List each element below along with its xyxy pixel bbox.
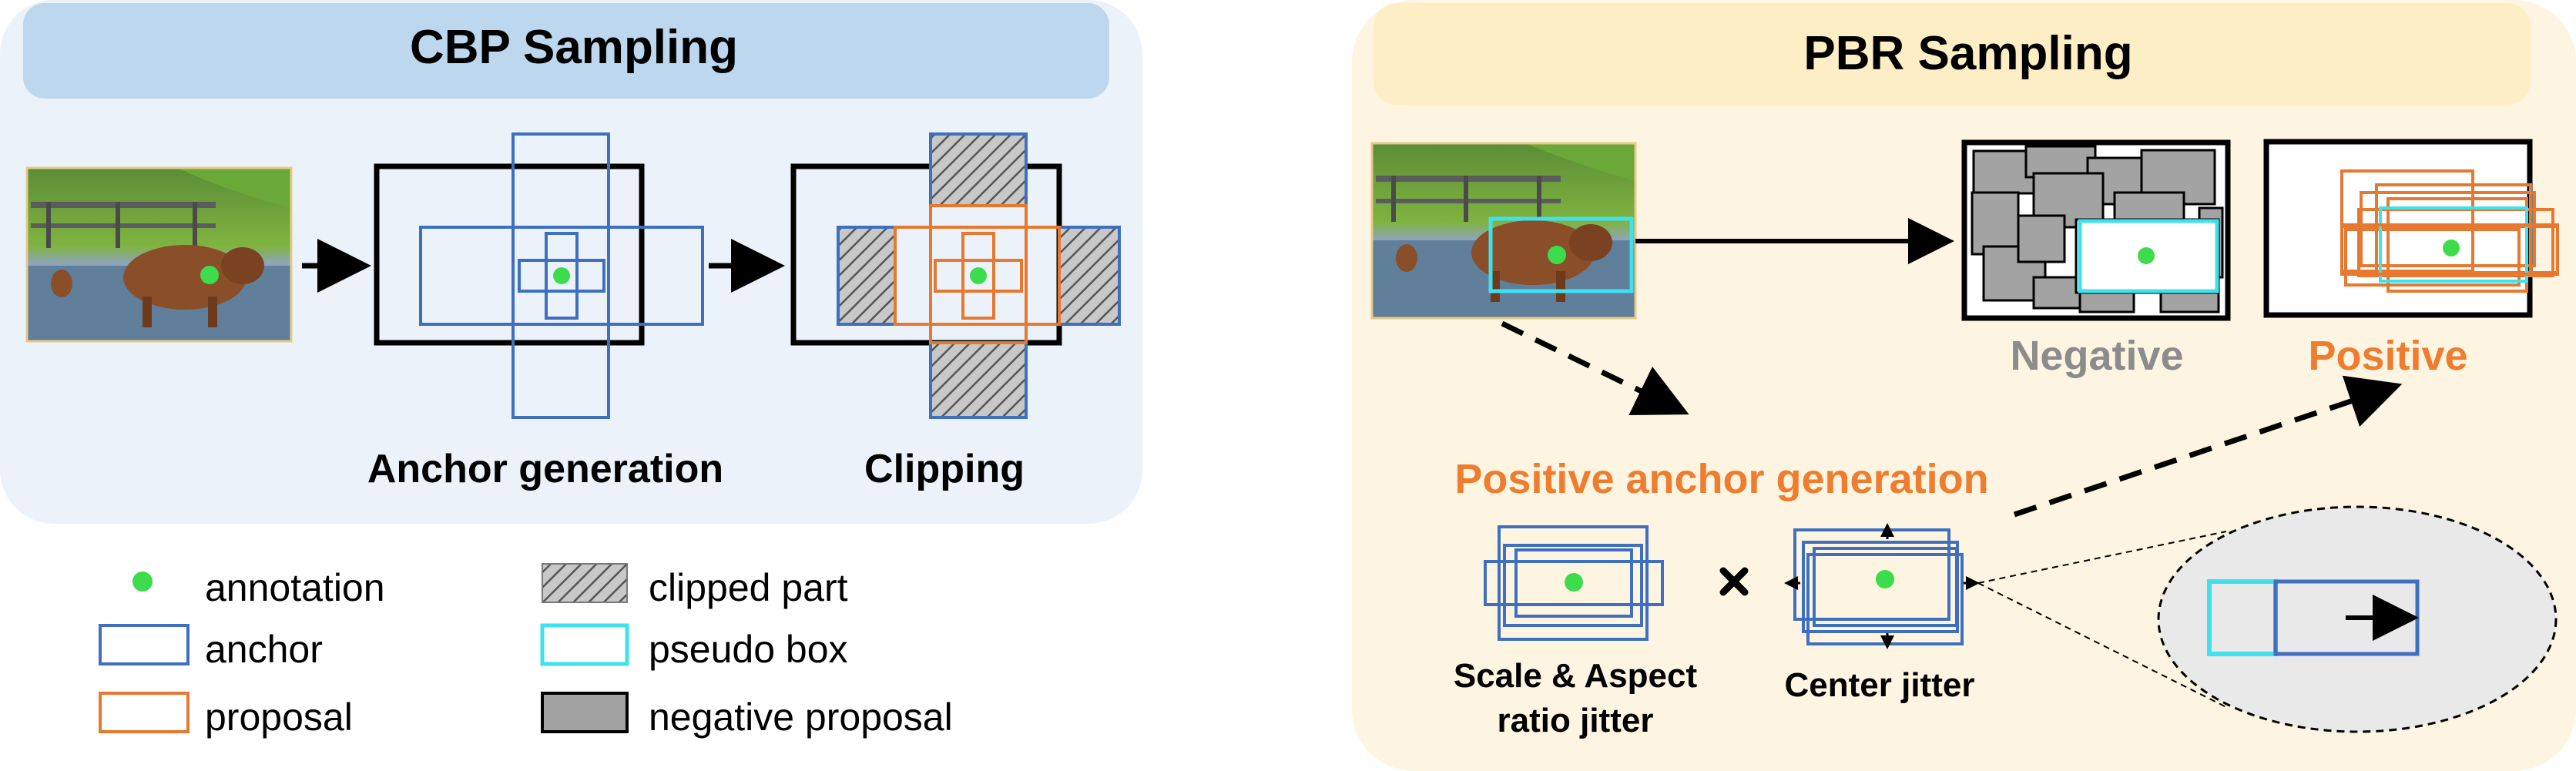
anchor-box: [1813, 547, 1958, 627]
clipped-part: [837, 226, 897, 326]
pseudo-box: [2207, 579, 2278, 656]
proposal-box: [2344, 228, 2521, 287]
clipped-part: [1058, 226, 1121, 326]
pbr-panel: PBR Sampling: [1352, 0, 2576, 771]
anchor-box: [545, 232, 579, 320]
legend: annotation anchor proposal clipped part …: [99, 563, 953, 739]
pseudo-box: [2078, 219, 2219, 293]
zoom-guide-line: [1977, 582, 2227, 708]
legend-anchor-label: anchor: [205, 628, 323, 671]
multiply-icon: [1719, 567, 1749, 596]
anchor-box: [512, 132, 610, 419]
annotation-point: [1548, 246, 1566, 264]
scale-aspect-jitter-diagram: [1484, 525, 1664, 641]
anchor-box: [1484, 560, 1664, 606]
input-image: [1372, 143, 1635, 318]
anchor-box: [1498, 525, 1649, 641]
positive-proposals-diagram: [2263, 139, 2559, 318]
legend-negative-proposal-marker: [541, 692, 629, 733]
legend-annotation-marker: [132, 572, 153, 592]
annotation-point: [970, 267, 987, 284]
anchor-box: [1793, 528, 1950, 621]
label-positive-anchor-generation: Positive anchor generation: [1454, 456, 1988, 502]
legend-annotation-label: annotation: [205, 566, 385, 609]
annotation-point: [200, 266, 219, 284]
pbr-title: PBR Sampling: [1803, 27, 2132, 80]
label-center-jitter: Center jitter: [1785, 666, 1975, 704]
proposal-box: [894, 226, 1061, 326]
legend-pseudo-box-marker: [540, 623, 629, 666]
negative-proposals-diagram: [1961, 139, 2231, 321]
label-anchor-generation: Anchor generation: [367, 447, 723, 491]
legend-proposal-label: proposal: [205, 696, 353, 739]
legend-pseudo-box-label: pseudo box: [649, 628, 848, 671]
pbr-header: [1374, 3, 2531, 105]
label-clipping: Clipping: [864, 447, 1025, 491]
label-scale-aspect-line2: ratio jitter: [1498, 702, 1654, 739]
legend-anchor-marker: [99, 624, 190, 665]
cbp-header: [23, 3, 1109, 99]
anchor-box: [1514, 548, 1633, 618]
clipping-diagram: [790, 132, 1121, 419]
legend-negative-proposal-label: negative proposal: [649, 696, 953, 739]
input-image: [27, 168, 291, 341]
anchor-box: [518, 259, 605, 293]
anchor-generation-diagram: [374, 132, 704, 419]
legend-proposal-marker: [99, 692, 190, 733]
dashed-arrow-to-positive: [2013, 375, 2403, 518]
pseudo-box: [2379, 206, 2528, 283]
dashed-arrow-to-anchor-generation: [1501, 320, 1689, 415]
label-negative: Negative: [2010, 333, 2183, 379]
anchor-box: [419, 226, 704, 326]
cbp-panel: CBP Sampling An: [0, 0, 1142, 524]
center-jitter-diagram: [1784, 523, 1980, 649]
anchor-box: [1503, 544, 1643, 627]
annotation-point: [2138, 247, 2155, 264]
annotation-point: [1876, 570, 1894, 588]
proposal-box: [934, 259, 1023, 293]
legend-clipped-part-label: clipped part: [649, 566, 848, 609]
label-positive: Positive: [2308, 333, 2467, 379]
label-scale-aspect-line1: Scale & Aspect: [1454, 657, 1698, 695]
cbp-title: CBP Sampling: [410, 21, 738, 74]
pseudo-box: [1488, 216, 1634, 293]
annotation-point: [553, 267, 570, 284]
annotation-point: [2443, 240, 2460, 256]
clipped-part: [929, 132, 1028, 207]
proposal-box: [961, 232, 995, 320]
annotation-point: [1565, 573, 1583, 592]
image-frame: [374, 163, 645, 346]
zoom-callout: [2157, 505, 2558, 733]
legend-clipped-part-marker: [542, 563, 628, 603]
proposal-box: [929, 204, 1028, 344]
clipped-part: [929, 341, 1028, 419]
